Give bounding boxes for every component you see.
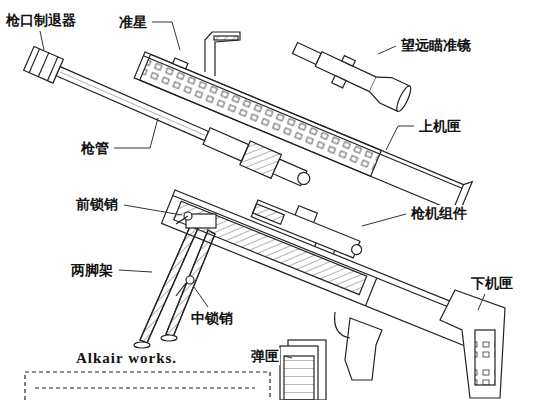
- part-label: 下机匣: [470, 275, 514, 292]
- pistol-grip: [345, 318, 382, 380]
- magazine: [280, 340, 326, 400]
- stock: [440, 290, 505, 398]
- leader-lines: [40, 22, 485, 358]
- part-label: 中锁销: [190, 310, 234, 327]
- part-label: 准星: [118, 14, 148, 31]
- part-label: 前锁销: [75, 196, 119, 213]
- front-lock-pin: [176, 212, 192, 224]
- part-label: 两脚架: [70, 262, 114, 279]
- lower-receiver: [162, 190, 481, 347]
- part-label: 枪管: [80, 140, 110, 157]
- part-label: 弹匣: [250, 348, 280, 365]
- watermark: Alkair works.: [75, 350, 178, 367]
- detail-frame: [25, 372, 270, 400]
- upper-receiver: [133, 46, 472, 215]
- part-label: 枪机组件: [410, 205, 468, 222]
- bipod: [134, 214, 216, 348]
- scope: [288, 35, 413, 115]
- part-label: 望远瞄准镜: [400, 37, 472, 54]
- middle-lock-pin: [176, 276, 194, 296]
- carry-handle: [205, 32, 240, 76]
- part-label: 上机匣: [418, 118, 462, 135]
- part-label: 枪口制退器: [5, 12, 77, 29]
